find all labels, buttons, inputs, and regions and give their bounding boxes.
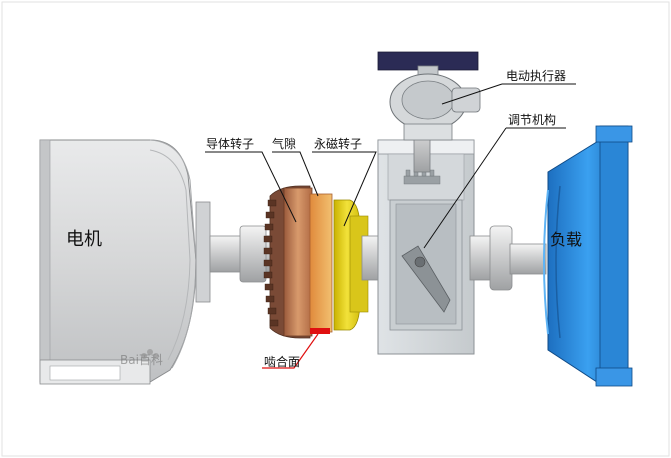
engagement-surface-highlight [310, 328, 330, 334]
air-gap-label: 气隙 [272, 136, 296, 151]
electric-actuator [389, 65, 481, 141]
leader-lines [205, 83, 576, 249]
pm-rotor [333, 199, 381, 331]
motor [39, 139, 271, 385]
watermark-text: Bai百科 [120, 353, 163, 367]
conductor-rotor [263, 185, 333, 339]
load-label: 负载 [550, 230, 582, 249]
motor-label: 电机 [66, 229, 102, 250]
conductor-rotor-label: 导体转子 [206, 136, 254, 151]
adjusting-mechanism-label: 调节机构 [508, 112, 556, 127]
load [543, 125, 633, 387]
engagement-leader [262, 333, 319, 369]
engagement-surface-label: 啮合面 [264, 354, 300, 369]
electric-actuator-label: 电动执行器 [506, 69, 566, 83]
watermark: Bai百科 [120, 349, 163, 367]
paw-icon [141, 353, 147, 359]
pm-rotor-label: 永磁转子 [314, 136, 362, 151]
